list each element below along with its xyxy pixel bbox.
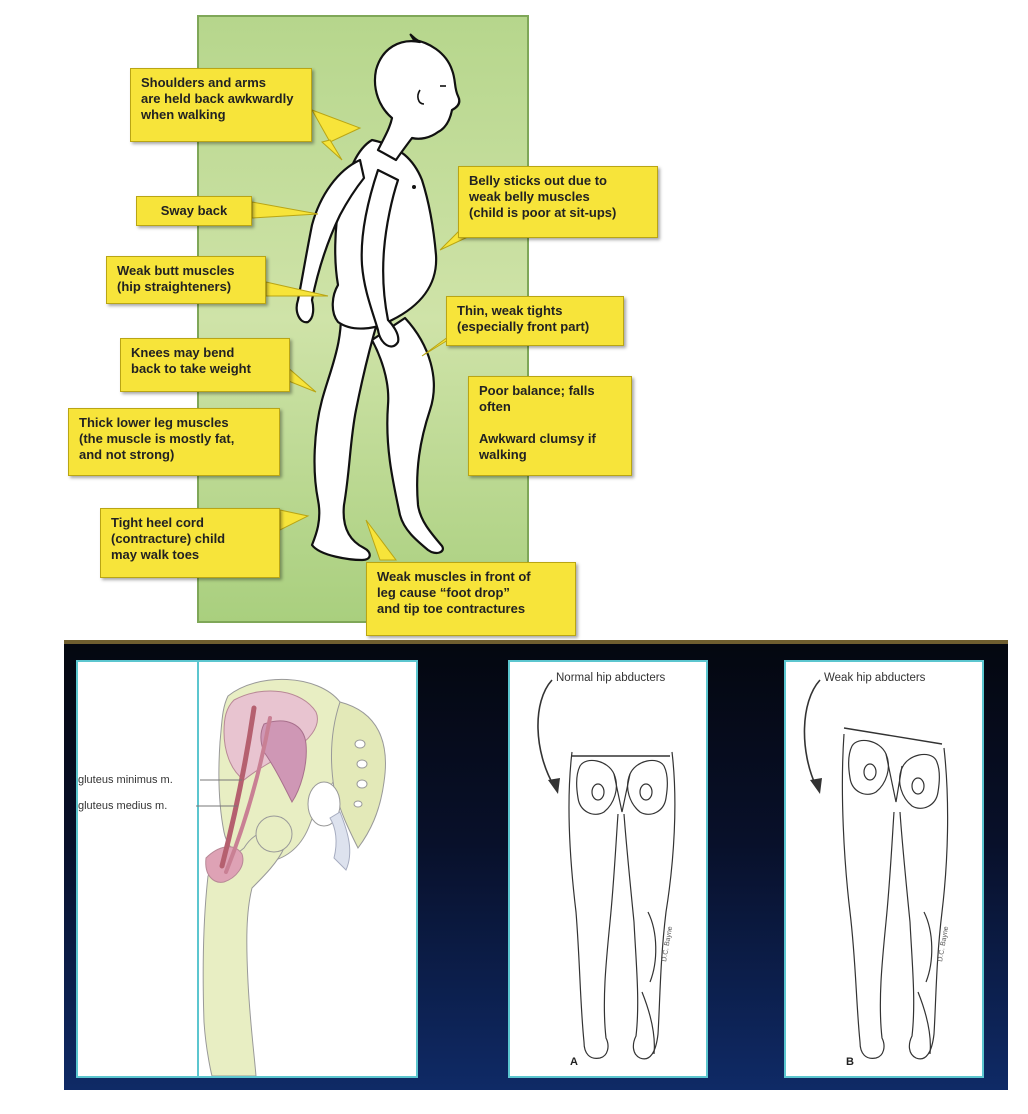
- curved-arrow-head: [548, 778, 560, 794]
- callout-belly: Belly sticks out due to weak belly muscl…: [458, 166, 658, 238]
- legs-normal-illustration: D.C. Bayne: [510, 662, 706, 1076]
- pelvis-outline: [577, 760, 668, 814]
- slide-top-rule: [64, 640, 1008, 644]
- callout-thick-lower-leg: Thick lower leg muscles (the muscle is m…: [68, 408, 280, 476]
- normal-hip-abducters-frame: Normal hip abducters D.C. Bayne A: [508, 660, 708, 1078]
- pelvis-femur-illustration: [78, 662, 416, 1076]
- belly-button-dot: [412, 185, 416, 189]
- femoral-head: [256, 816, 292, 852]
- legs-outline: [842, 734, 947, 1059]
- callout-shoulders: Shoulders and arms are held back awkward…: [130, 68, 312, 142]
- weak-hip-abducters-frame: Weak hip abducters D.C. Bayne B: [784, 660, 984, 1078]
- label-gluteus-minimus: gluteus minimus m.: [78, 774, 173, 786]
- curved-arrow: [804, 680, 820, 786]
- curved-arrow-head: [810, 778, 822, 794]
- callout-poor-balance: Poor balance; falls often Awkward clumsy…: [468, 376, 632, 476]
- panel-letter-b: B: [846, 1056, 854, 1068]
- normal-abducters-title: Normal hip abducters: [556, 672, 665, 684]
- weak-abducters-title: Weak hip abducters: [824, 672, 925, 684]
- callout-knees: Knees may bend back to take weight: [120, 338, 290, 392]
- hip-abductor-slide: gluteus minimus m. gluteus medius m. Nor…: [64, 640, 1008, 1090]
- muscular-dystrophy-child-figure: Shoulders and arms are held back awkward…: [0, 0, 1028, 640]
- curved-arrow: [538, 680, 554, 786]
- pelvis-outline-tilted: [849, 740, 940, 808]
- label-gluteus-medius: gluteus medius m.: [78, 800, 167, 812]
- callout-thin-thighs: Thin, weak tights (especially front part…: [446, 296, 624, 346]
- legs-weak-illustration: D.C. Bayne: [786, 662, 982, 1076]
- callout-foot-drop: Weak muscles in front of leg cause “foot…: [366, 562, 576, 636]
- callout-weak-butt-muscles: Weak butt muscles (hip straighteners): [106, 256, 266, 304]
- callout-tight-heel-cord: Tight heel cord (contracture) child may …: [100, 508, 280, 578]
- callout-sway-back: Sway back: [136, 196, 252, 226]
- panel-letter-a: A: [570, 1056, 578, 1068]
- legs-outline: [569, 752, 675, 1059]
- gluteus-anatomy-frame: gluteus minimus m. gluteus medius m.: [76, 660, 418, 1078]
